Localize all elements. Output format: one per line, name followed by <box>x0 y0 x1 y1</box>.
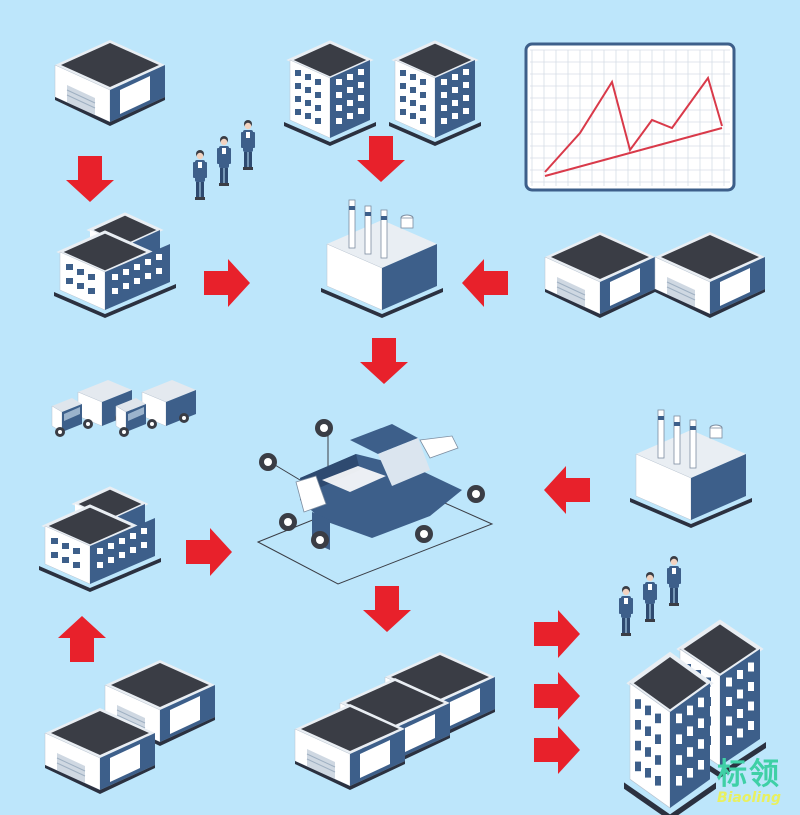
arrow-down-icon <box>360 338 408 384</box>
factory-icon <box>629 409 753 529</box>
growth-chart-icon <box>524 42 736 192</box>
arrow-down-icon <box>66 156 114 202</box>
arrow-right-icon <box>534 726 580 774</box>
warehouse-icon <box>54 39 166 127</box>
warehouse-icon <box>544 231 656 319</box>
warehouse-icon <box>654 231 766 319</box>
arrow-right-icon <box>534 672 580 720</box>
watermark-cn: 标领 <box>717 757 781 792</box>
arrow-right-icon <box>186 528 232 576</box>
arrow-left-icon <box>544 466 590 514</box>
car-assembly-icon <box>256 419 494 585</box>
workers-icon <box>193 120 255 200</box>
arrow-up-icon <box>58 616 106 662</box>
arrow-right-icon <box>204 259 250 307</box>
office-building-icon <box>37 486 163 594</box>
arrow-left-icon <box>462 259 508 307</box>
arrow-right-icon <box>534 610 580 658</box>
watermark-logo: 标领 Biaoling <box>704 759 794 809</box>
factory-icon <box>320 199 444 319</box>
office-building-icon <box>387 40 483 148</box>
arrow-down-icon <box>363 586 411 632</box>
office-building-icon <box>52 212 178 320</box>
workers-icon <box>619 556 681 636</box>
office-building-icon <box>282 40 378 148</box>
watermark-en: Biaoling <box>716 790 782 806</box>
arrow-down-icon <box>357 136 405 182</box>
